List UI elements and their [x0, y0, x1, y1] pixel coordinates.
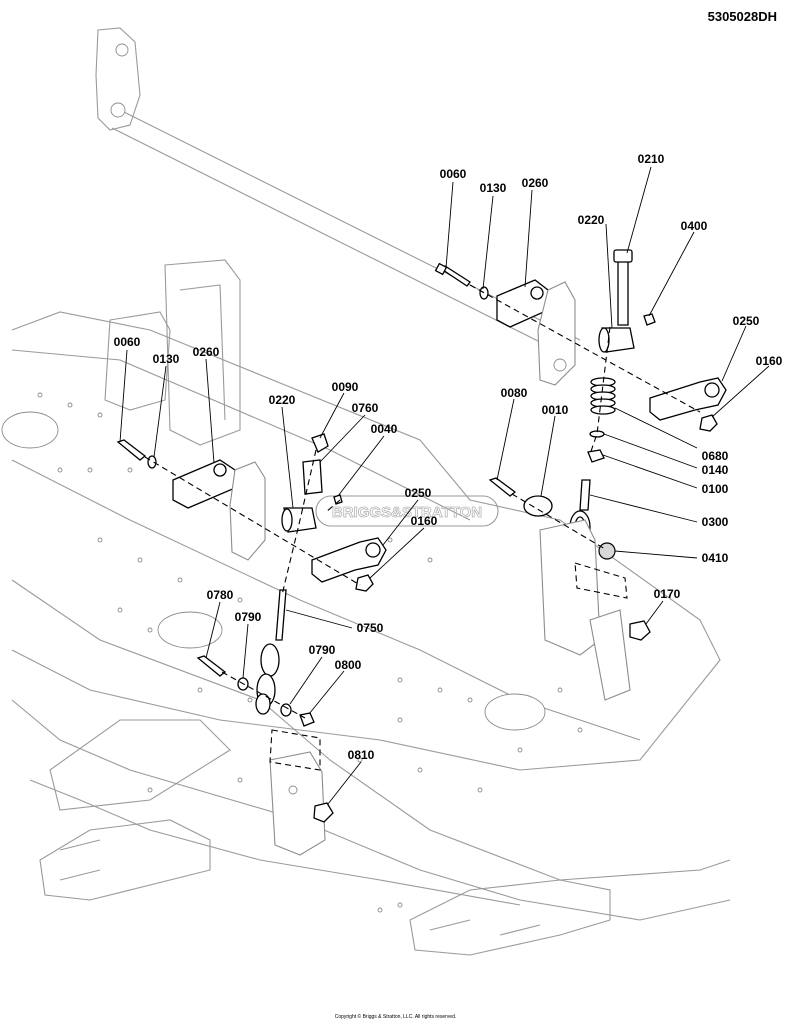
- callout-0300: 0300: [702, 515, 729, 529]
- callout-0260-left: 0260: [193, 345, 220, 359]
- spring-0680: [590, 377, 616, 415]
- left-lift-assembly: [116, 433, 387, 856]
- callout-0760: 0760: [352, 401, 379, 415]
- spacer-0410: [598, 542, 616, 560]
- nut-0090: [311, 433, 329, 453]
- washer-0010: [523, 495, 553, 517]
- washer-0130-left: [147, 455, 157, 469]
- callout-0790-right: 0790: [309, 643, 336, 657]
- callout-0010: 0010: [542, 403, 569, 417]
- bushing-0760: [302, 459, 323, 495]
- callout-0250-left: 0250: [405, 486, 432, 500]
- callout-0410: 0410: [702, 551, 729, 565]
- callout-0080: 0080: [501, 386, 528, 400]
- washer-0130-right: [479, 286, 489, 300]
- callout-0400: 0400: [681, 219, 708, 233]
- bolt-0060-left: [116, 439, 147, 461]
- chain: [255, 643, 280, 715]
- nut-0100: [587, 449, 605, 463]
- diagram-number: 5305028DH: [707, 9, 777, 24]
- callout-0260-right: 0260: [522, 176, 549, 190]
- callout-0780: 0780: [207, 588, 234, 602]
- nut-0160-left: [355, 574, 374, 592]
- washer-0790-right: [280, 703, 292, 717]
- callout-0060-right: 0060: [440, 167, 467, 181]
- callout-0800: 0800: [335, 658, 362, 672]
- nut-0800: [299, 712, 315, 727]
- callout-0130-left: 0130: [153, 352, 180, 366]
- callout-0170: 0170: [654, 587, 681, 601]
- right-lift-assembly: [434, 249, 727, 701]
- grease-fitting-0040: [333, 494, 343, 505]
- callout-0160-left: 0160: [411, 514, 438, 528]
- bolt-0780: [196, 655, 227, 677]
- callout-0220-right: 0220: [578, 213, 605, 227]
- deck-rivets: [37, 392, 583, 913]
- mower-deck-outline: BRIGGS&STRATTON: [1, 27, 731, 956]
- callout-0100: 0100: [702, 482, 729, 496]
- callout-0680: 0680: [702, 449, 729, 463]
- callout-0040: 0040: [371, 422, 398, 436]
- brand-watermark: BRIGGS&STRATTON: [332, 504, 482, 521]
- callout-0160-right: 0160: [756, 354, 783, 368]
- threaded-rod-0750: [275, 589, 287, 641]
- callout-0750: 0750: [357, 621, 384, 635]
- callout-0060-left: 0060: [114, 335, 141, 349]
- callout-0090: 0090: [332, 380, 359, 394]
- pin-0210: [617, 257, 629, 326]
- bolt-0080: [488, 477, 517, 497]
- nut-0810: [313, 802, 334, 823]
- nut-0160-right: [699, 414, 718, 432]
- eyebolt-0300: [579, 479, 591, 511]
- callout-0220-left: 0220: [269, 393, 296, 407]
- copyright-notice: Copyright © Briggs & Stratton, LLC. All …: [334, 1014, 457, 1020]
- leader-lines: [119, 166, 770, 805]
- callout-0810: 0810: [348, 748, 375, 762]
- callout-0140: 0140: [702, 463, 729, 477]
- callout-0130-right: 0130: [480, 181, 507, 195]
- nut-0170: [629, 620, 651, 641]
- callout-0210: 0210: [638, 152, 665, 166]
- callout-labels: 0060 0130 0260 0210 0220 0400 0250 0160 …: [114, 152, 783, 762]
- callout-0250-right: 0250: [733, 314, 760, 328]
- callout-0790-left: 0790: [235, 610, 262, 624]
